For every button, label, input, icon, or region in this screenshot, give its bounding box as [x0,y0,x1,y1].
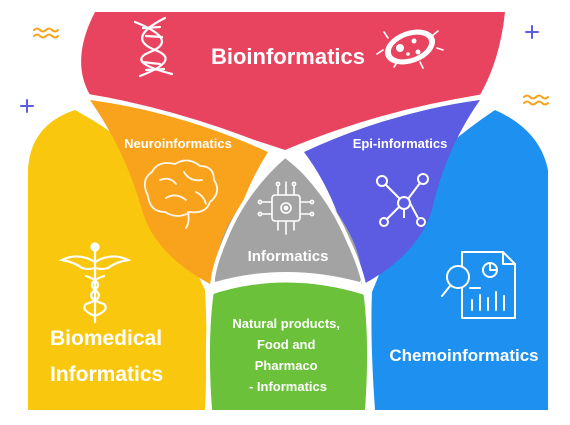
plus-icon [525,25,539,39]
informatics-label: Informatics [248,248,329,265]
biomedical-informatics-label: Biomedical Informatics [50,327,168,386]
bacterium-icon [376,29,444,69]
natural-products-label: Natural products, Food and Pharmaco - In… [232,316,343,394]
informatics-center-region [214,158,361,282]
plus-icon [20,99,34,113]
wave-icon [33,27,59,39]
epi-informatics-label: Epi-informatics [353,136,448,151]
chip-gear-icon [257,181,315,235]
wave-icon [523,94,549,106]
brain-icon [143,159,219,229]
region-separators [86,94,486,412]
molecule-icon [376,173,429,227]
report-chart-icon [441,251,516,319]
caduceus-icon [58,242,132,324]
chemoinformatics-label: Chemoinformatics [389,346,538,365]
natural-products-region [207,282,369,410]
bioinformatics-label: Bioinformatics [211,44,365,69]
dna-icon [133,16,174,78]
neuroinformatics-label: Neuroinformatics [124,136,232,151]
